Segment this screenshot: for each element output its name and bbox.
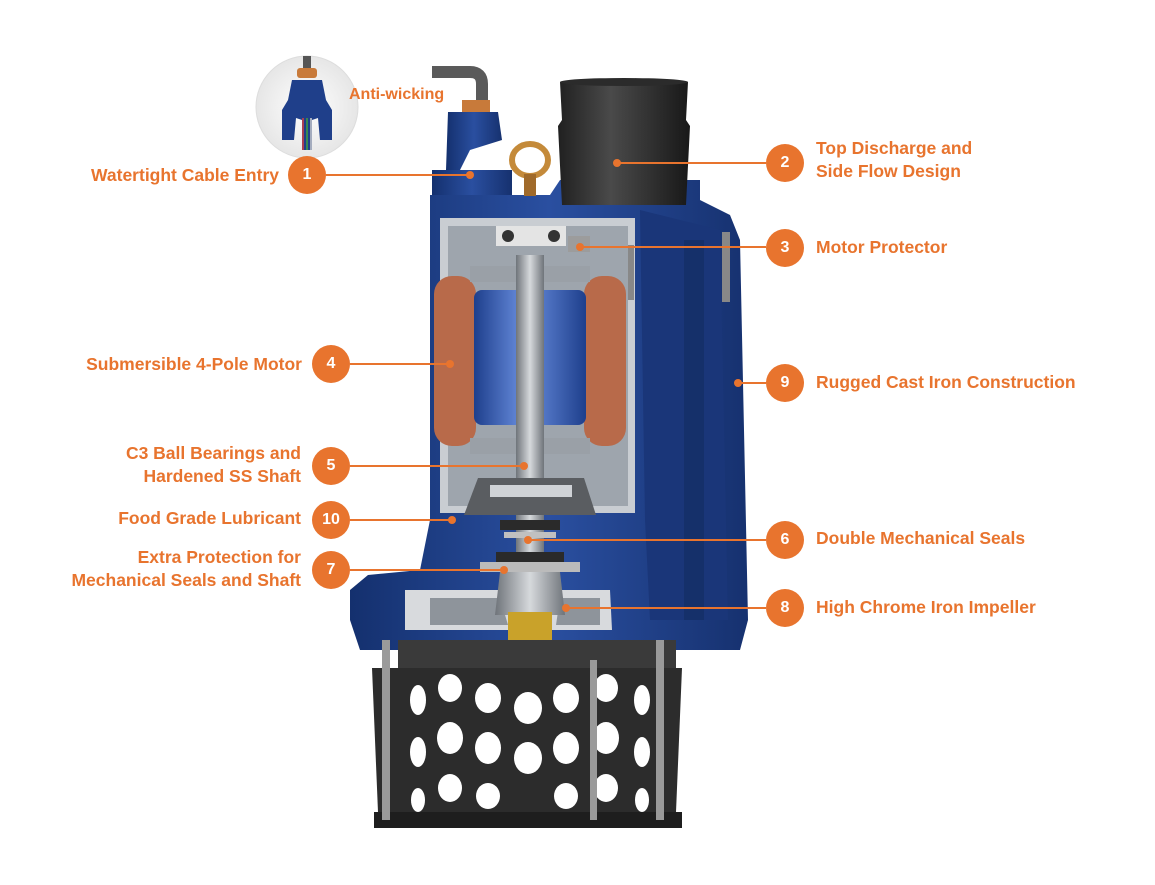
callout-badge-9: 9 xyxy=(766,364,804,402)
callout-label-5: C3 Ball Bearings and Hardened SS Shaft xyxy=(125,443,301,486)
callout-badge-7: 7 xyxy=(312,551,350,589)
leader-lines xyxy=(326,162,766,609)
callout-badge-4: 4 xyxy=(312,345,350,383)
callout-badge-3: 3 xyxy=(766,229,804,267)
callout-badge-5: 5 xyxy=(312,447,350,485)
leader-dots xyxy=(446,159,742,612)
lifting-eye xyxy=(509,141,551,196)
callout-label-2: Top Discharge and Side Flow Design xyxy=(816,138,973,181)
callout-label-10: Food Grade Lubricant xyxy=(118,508,301,528)
callout-label-1: Watertight Cable Entry xyxy=(91,165,279,185)
cable-pipe xyxy=(432,66,490,114)
callout-label-7: Extra Protection for Mechanical Seals an… xyxy=(71,547,301,590)
callout-label-8: High Chrome Iron Impeller xyxy=(816,597,1036,617)
callout-badge-6: 6 xyxy=(766,521,804,559)
top-discharge xyxy=(558,78,690,205)
callout-label-3: Motor Protector xyxy=(816,237,948,257)
strainer xyxy=(372,640,682,828)
impeller-housing xyxy=(405,572,612,660)
top-bearing xyxy=(496,226,566,246)
callout-badge-8: 8 xyxy=(766,589,804,627)
callout-badge-1: 1 xyxy=(288,156,326,194)
callout-label-6: Double Mechanical Seals xyxy=(816,528,1026,548)
callout-badge-2: 2 xyxy=(766,144,804,182)
anti-wicking-inset xyxy=(255,55,359,159)
lower-bearing-seals xyxy=(464,478,596,572)
anti-wicking-label: Anti-wicking xyxy=(349,86,445,103)
callout-badge-10: 10 xyxy=(312,501,350,539)
callout-label-4: Submersible 4-Pole Motor xyxy=(86,354,302,374)
callout-label-9: Rugged Cast Iron Construction xyxy=(816,372,1076,392)
